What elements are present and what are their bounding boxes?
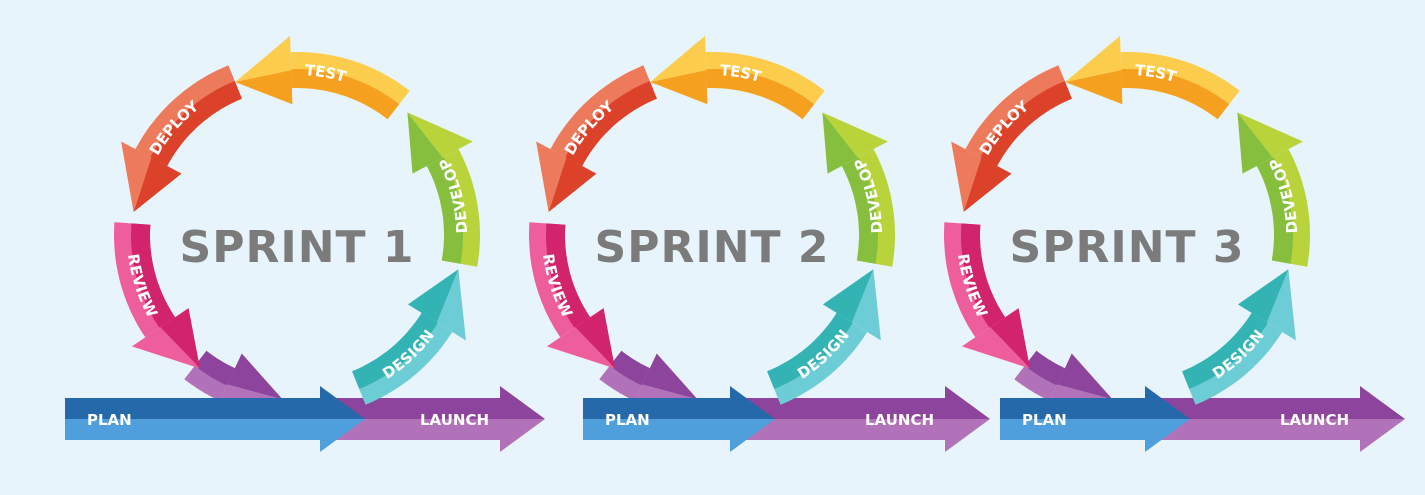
develop-arrow-head-shade [822, 112, 858, 174]
design-arrow-body-shade [767, 312, 853, 389]
develop-arrow-head-shade [1237, 112, 1273, 174]
plan-label: PLAN [87, 411, 132, 429]
test-arrow-head-shade [235, 70, 293, 105]
develop-arrow-body-shade [426, 157, 463, 264]
deploy-arrow-head [121, 141, 152, 213]
deploy-arrow-body-shade [565, 81, 657, 166]
launch-arrow-head-shade [500, 386, 545, 419]
plan-arrow [65, 386, 365, 452]
plan-arrow-head-shade [1145, 386, 1190, 419]
launch-label: LAUNCH [1280, 411, 1349, 429]
plan-arrow-body-shade [583, 398, 730, 419]
design-arrow-body-shade [1182, 312, 1268, 389]
design-arrow-body-shade [352, 312, 438, 389]
launch-curve-head-shade [642, 353, 698, 400]
plan-arrow [583, 386, 775, 452]
review-arrow-body-shade [961, 223, 1006, 328]
test-arrow-head [235, 35, 292, 83]
plan-arrow-head-shade [320, 386, 365, 419]
sprint-3: LAUNCHPLANDESIGNDEVELOPTESTDEPLOYREVIEWS… [944, 35, 1405, 452]
sprint-2: LAUNCHPLANDESIGNDEVELOPTESTDEPLOYREVIEWS… [529, 35, 990, 452]
launch-curve-head-shade [227, 353, 283, 400]
sprint-1: LAUNCHPLANDESIGNDEVELOPTESTDEPLOYREVIEWS… [65, 35, 545, 452]
launch-arrow-head [945, 419, 990, 452]
review-arrow [944, 222, 1031, 369]
sprint-title: SPRINT 2 [595, 222, 830, 273]
review-arrow-body-shade [546, 223, 591, 328]
deploy-arrow [121, 65, 242, 213]
deploy-arrow-head-shade [548, 157, 597, 213]
launch-arrow-head-shade [945, 386, 990, 419]
test-arrow [235, 35, 410, 120]
test-arrow-head-shade [650, 70, 708, 105]
deploy-arrow [536, 65, 657, 213]
plan-label: PLAN [1022, 411, 1067, 429]
launch-label: LAUNCH [420, 411, 489, 429]
design-arrow [352, 269, 466, 405]
plan-arrow-head-shade [730, 386, 775, 419]
develop-arrow-head [822, 112, 888, 158]
deploy-arrow-head-shade [133, 157, 182, 213]
plan-arrow [1000, 386, 1190, 452]
test-arrow-head-shade [1065, 70, 1123, 105]
review-arrow-head [961, 327, 1031, 369]
develop-arrow [822, 112, 895, 267]
design-arrow-head [436, 269, 466, 341]
develop-arrow [1237, 112, 1310, 267]
review-arrow-body-shade [131, 223, 176, 328]
review-arrow [114, 222, 201, 369]
test-arrow-body-shade [706, 69, 815, 120]
design-arrow-head-shade [1237, 269, 1289, 323]
plan-arrow-head [730, 419, 775, 452]
develop-arrow-head-shade [407, 112, 443, 174]
launch-arrow-head-shade [1360, 386, 1405, 419]
develop-arrow-body-shade [841, 157, 878, 264]
test-arrow-body-shade [1121, 69, 1230, 120]
design-arrow-head-shade [407, 269, 459, 323]
design-arrow [1182, 269, 1296, 405]
develop-arrow [407, 112, 480, 267]
deploy-arrow-body-shade [150, 81, 242, 166]
review-arrow-head-shade [990, 308, 1031, 369]
review-arrow [529, 222, 616, 369]
review-arrow-head [546, 327, 616, 369]
launch-label: LAUNCH [865, 411, 934, 429]
review-arrow-head [131, 327, 201, 369]
launch-curve-head-shade [1057, 353, 1113, 400]
test-arrow-body-shade [291, 69, 400, 120]
launch-curve-body-shade [194, 350, 235, 386]
launch-arrow-head [1360, 419, 1405, 452]
sprint-title: SPRINT 3 [1010, 222, 1245, 273]
design-arrow [767, 269, 881, 405]
deploy-arrow-body-shade [980, 81, 1072, 166]
sprint-title: SPRINT 1 [180, 222, 415, 273]
plan-arrow-head [320, 419, 365, 452]
develop-arrow-head [407, 112, 473, 158]
test-arrow [1065, 35, 1240, 120]
deploy-arrow-head-shade [963, 157, 1012, 213]
launch-curve-body-shade [1024, 350, 1065, 386]
review-arrow-head-shade [160, 308, 201, 369]
plan-arrow-body-shade [1000, 398, 1145, 419]
plan-arrow-body-shade [65, 398, 320, 419]
design-arrow-head [1266, 269, 1296, 341]
design-arrow-head-shade [822, 269, 874, 323]
test-arrow-head [650, 35, 707, 83]
deploy-arrow-head [951, 141, 982, 213]
plan-label: PLAN [605, 411, 650, 429]
plan-arrow-head [1145, 419, 1190, 452]
review-arrow-head-shade [575, 308, 616, 369]
deploy-arrow [951, 65, 1072, 213]
test-arrow-head [1065, 35, 1122, 83]
launch-curve-body-shade [609, 350, 650, 386]
launch-arrow [1025, 386, 1405, 452]
test-arrow [650, 35, 825, 120]
launch-arrow-head [500, 419, 545, 452]
deploy-arrow-head [536, 141, 567, 213]
develop-arrow-body-shade [1256, 157, 1293, 264]
design-arrow-head [851, 269, 881, 341]
develop-arrow-head [1237, 112, 1303, 158]
